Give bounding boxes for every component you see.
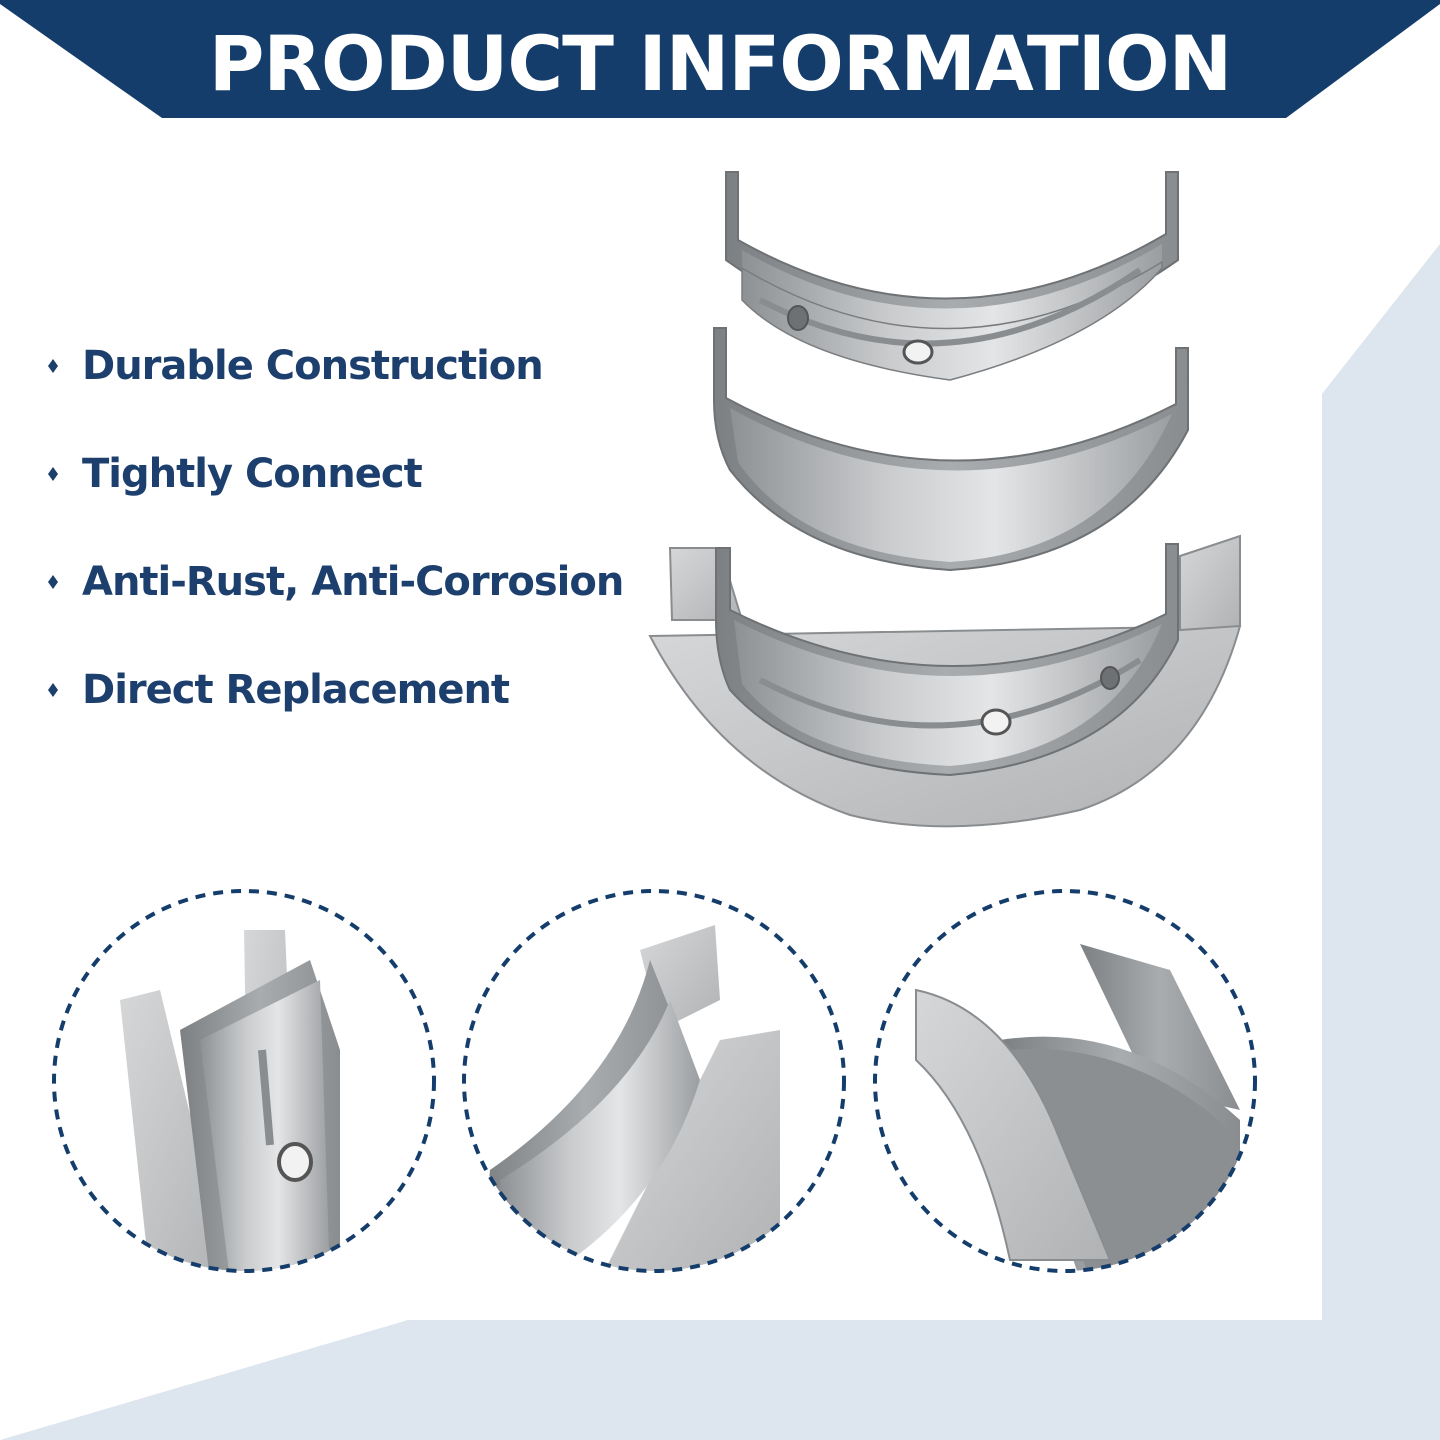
- diamond-bullet-icon: [48, 683, 58, 697]
- feature-list: Durable Construction Tightly Connect Ant…: [44, 312, 664, 744]
- diamond-bullet-icon: [48, 359, 58, 373]
- feature-label: Tightly Connect: [82, 451, 423, 497]
- bearing-shell-plain: [713, 327, 1189, 572]
- page-title: PRODUCT INFORMATION: [208, 18, 1233, 108]
- feature-item: Tightly Connect: [44, 420, 664, 528]
- feature-label: Durable Construction: [82, 343, 544, 389]
- bearing-shell-flanged: [648, 534, 1242, 828]
- diamond-bullet-icon: [48, 467, 58, 481]
- feature-item: Direct Replacement: [44, 636, 664, 744]
- title-banner: [0, 0, 1440, 118]
- feature-label: Anti-Rust, Anti-Corrosion: [82, 559, 624, 605]
- bearing-shell-grooved: [725, 171, 1179, 381]
- feature-item: Durable Construction: [44, 312, 664, 420]
- diamond-bullet-icon: [48, 575, 58, 589]
- feature-label: Direct Replacement: [82, 667, 510, 713]
- bearing-detail-flange-icon: [462, 889, 846, 1273]
- bearing-detail-hole-icon: [52, 889, 436, 1273]
- feature-item: Anti-Rust, Anti-Corrosion: [44, 528, 664, 636]
- bearing-detail-inner-icon: [873, 889, 1257, 1273]
